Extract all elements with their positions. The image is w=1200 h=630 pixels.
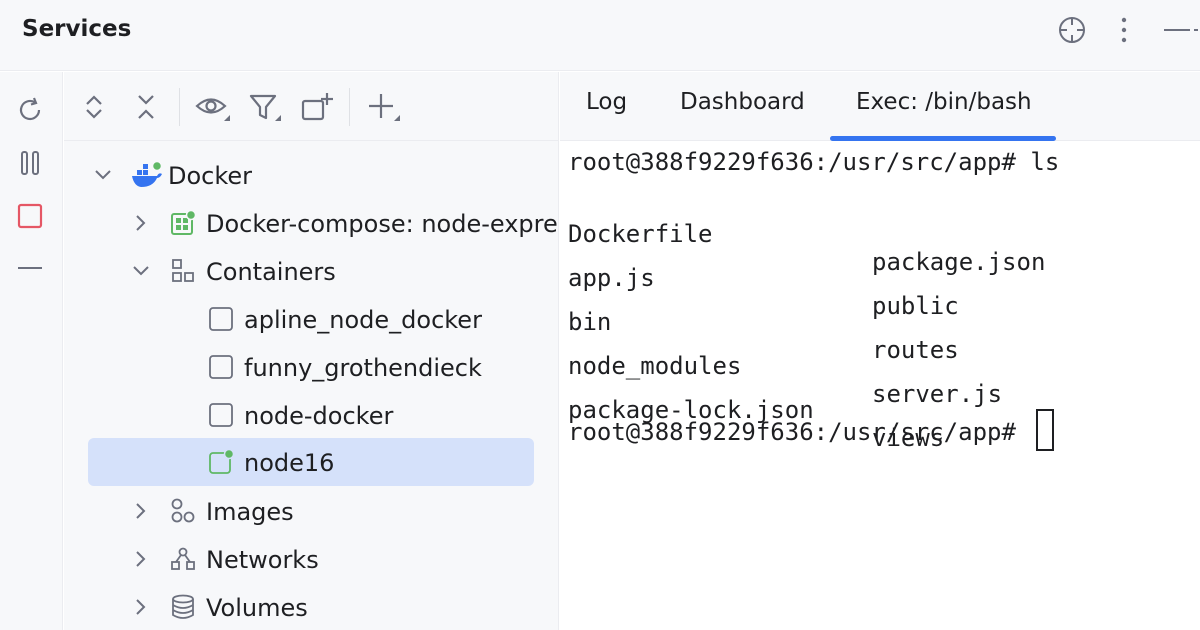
tree-item-networks[interactable]: Networks <box>88 535 534 583</box>
containers-group-icon <box>170 258 196 284</box>
tab-log[interactable]: Log <box>586 89 628 115</box>
chevron-down-icon[interactable] <box>93 165 113 185</box>
chevron-right-icon[interactable] <box>131 597 151 617</box>
terminal-line: app.js public <box>568 236 1188 320</box>
listing-entry: public <box>872 292 959 320</box>
listing-entry: routes <box>872 336 959 364</box>
tree-item-container-selected[interactable]: node16 <box>88 438 534 486</box>
pause-icon[interactable] <box>15 148 45 178</box>
terminal-panel: Log Dashboard Exec: /bin/bash root@388f9… <box>560 72 1200 630</box>
container-stopped-icon <box>208 402 234 428</box>
chevron-right-icon[interactable] <box>131 213 151 233</box>
listing-entry: package-lock.json <box>568 396 814 424</box>
tree-item-label: node16 <box>244 449 335 477</box>
tree-item-container[interactable]: apline_node_docker <box>88 295 534 343</box>
tree-item-label: Containers <box>206 258 336 286</box>
listing-entry: Dockerfile <box>568 220 713 248</box>
terminal-line: root@388f9229f636:/usr/src/app# ls <box>568 148 1059 192</box>
tree-item-volumes[interactable]: Volumes <box>88 583 534 630</box>
listing-entry: node_modules <box>568 352 742 380</box>
terminal-line: Dockerfile package.json <box>568 192 1188 276</box>
actions-strip <box>0 72 63 630</box>
terminal-line: node_modules server.js <box>568 324 1188 408</box>
compose-icon <box>170 210 196 236</box>
window-title: Services <box>22 16 132 42</box>
tree-item-label: Docker <box>168 162 253 190</box>
chevron-right-icon[interactable] <box>131 549 151 569</box>
chevron-right-icon[interactable] <box>131 501 151 521</box>
tree-item-label: Images <box>206 498 294 526</box>
volumes-icon <box>170 594 196 620</box>
tree-toolbar <box>64 72 558 141</box>
terminal-cursor <box>1036 409 1055 451</box>
tree-item-label: node-docker <box>244 402 394 430</box>
add-icon[interactable] <box>366 91 402 123</box>
tree-item-label: Networks <box>206 546 319 574</box>
terminal-prompt: root@388f9229f636:/usr/src/app# <box>568 418 1031 446</box>
minus-icon[interactable] <box>15 253 45 283</box>
images-icon <box>170 498 196 524</box>
crosshair-icon[interactable] <box>1057 15 1087 45</box>
tree-item-images[interactable]: Images <box>88 487 534 535</box>
tab-bar: Log Dashboard Exec: /bin/bash <box>560 72 1200 141</box>
view-options-icon[interactable] <box>194 91 234 123</box>
tree-item-docker[interactable]: Docker <box>88 151 534 199</box>
tree-item-container[interactable]: node-docker <box>88 391 534 439</box>
stop-icon[interactable] <box>15 201 45 231</box>
tree-item-container[interactable]: funny_grothendieck <box>88 343 534 391</box>
more-vertical-icon[interactable] <box>1109 15 1139 45</box>
container-stopped-icon <box>208 354 234 380</box>
minimize-icon[interactable] <box>1160 15 1200 45</box>
tree-item-label: Docker-compose: node-express <box>206 210 559 238</box>
listing-entry: package.json <box>872 248 1046 276</box>
listing-entry: server.js <box>872 380 1003 408</box>
docker-icon <box>131 161 163 188</box>
container-running-icon <box>208 449 234 475</box>
collapse-all-icon[interactable] <box>130 91 162 123</box>
terminal-line: bin routes <box>568 280 1188 364</box>
tree-item-containers[interactable]: Containers <box>88 247 534 295</box>
listing-entry: bin <box>568 308 612 336</box>
tree-item-label: Volumes <box>206 594 308 622</box>
chevron-down-icon[interactable] <box>131 261 151 281</box>
listing-entry: app.js <box>568 264 655 292</box>
refresh-icon[interactable] <box>15 95 45 125</box>
tree-item-docker-compose[interactable]: Docker-compose: node-express <box>88 199 558 247</box>
networks-icon <box>170 546 196 572</box>
terminal-line: root@388f9229f636:/usr/src/app# <box>568 409 1055 456</box>
terminal-line: package-lock.json views <box>568 368 1188 452</box>
terminal-prompt: root@388f9229f636:/usr/src/app# <box>568 148 1031 176</box>
tree-item-label: funny_grothendieck <box>244 354 482 382</box>
tree-item-label: apline_node_docker <box>244 306 482 334</box>
tab-dashboard[interactable]: Dashboard <box>680 89 805 115</box>
filter-icon[interactable] <box>247 91 285 123</box>
new-group-icon[interactable] <box>300 91 336 123</box>
container-stopped-icon <box>208 306 234 332</box>
title-bar: Services <box>0 0 1200 71</box>
tab-exec-bash[interactable]: Exec: /bin/bash <box>856 89 1032 115</box>
listing-entry: views <box>872 424 945 452</box>
terminal-command: ls <box>1030 148 1060 176</box>
active-tab-indicator <box>830 136 1056 141</box>
services-tree-panel: Docker Docker-compose: node-express Cont… <box>64 72 559 630</box>
expand-all-icon[interactable] <box>78 91 110 123</box>
